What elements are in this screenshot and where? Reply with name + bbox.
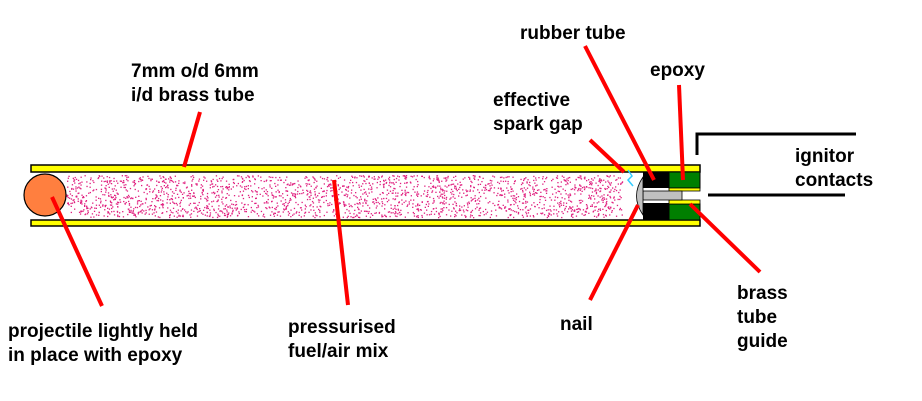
pointer-brass-guide bbox=[688, 202, 762, 274]
label-epoxy: epoxy bbox=[650, 60, 705, 81]
fuel-air-mix-particles bbox=[66, 175, 624, 219]
label-ignitor-contacts: ignitor contacts bbox=[795, 146, 874, 191]
nail-shaft bbox=[642, 190, 683, 201]
pointer-lines bbox=[50, 45, 762, 307]
brass-tube-top-wall bbox=[30, 164, 701, 173]
pointer-projectile bbox=[50, 196, 104, 307]
ignitor-contact-top bbox=[695, 132, 856, 155]
brass-guide-top bbox=[668, 187, 701, 192]
label-projectile: projectile lightly held in place with ep… bbox=[8, 321, 199, 366]
pointer-fuel-mix bbox=[332, 179, 350, 306]
label-brass-tube: 7mm o/d 6mm i/d brass tube bbox=[131, 61, 259, 106]
pointer-brass-tube bbox=[182, 111, 202, 168]
spark-icon bbox=[626, 169, 634, 187]
label-brass-guide: brass tube guide bbox=[737, 283, 788, 352]
epoxy-bottom bbox=[668, 203, 701, 221]
pointer-rubber-tube bbox=[583, 45, 656, 181]
rubber-tube-bottom bbox=[643, 203, 669, 220]
brass-tube-bottom-wall bbox=[30, 219, 701, 227]
pointer-spark-gap bbox=[588, 138, 626, 174]
label-spark-gap: effective spark gap bbox=[493, 90, 583, 135]
label-nail: nail bbox=[560, 314, 593, 335]
rubber-tube-top bbox=[643, 172, 669, 188]
label-rubber-tube: rubber tube bbox=[520, 23, 626, 44]
label-fuel-mix: pressurised fuel/air mix bbox=[288, 317, 396, 362]
pointer-epoxy bbox=[677, 84, 685, 181]
pointer-nail bbox=[588, 204, 640, 301]
brass-guide-bottom bbox=[668, 199, 701, 205]
